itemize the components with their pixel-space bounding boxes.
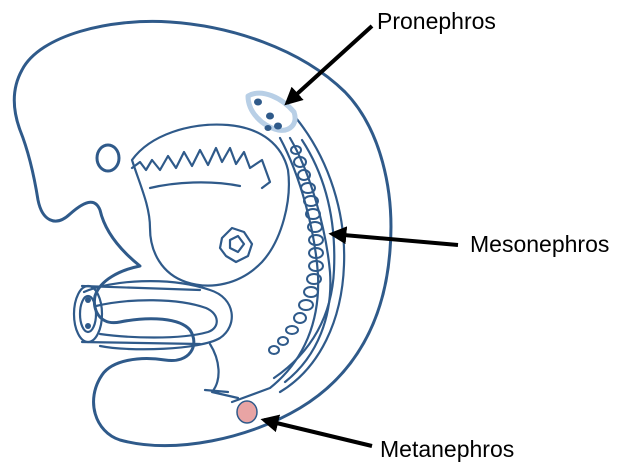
eye-circle <box>97 145 119 171</box>
pronephros-arrow <box>287 26 372 103</box>
cloaca <box>205 344 238 398</box>
pronephros-tubules <box>254 99 282 132</box>
metanephros-bud <box>237 401 257 423</box>
metanephros-arrow <box>264 420 372 446</box>
metanephros-label: Metanephros <box>380 438 514 461</box>
hindgut <box>84 281 232 349</box>
heart <box>220 228 252 262</box>
pharyngeal-region <box>132 125 289 286</box>
pronephros-label: Pronephros <box>377 10 496 33</box>
umbilical-stalk <box>74 286 200 344</box>
pharynx-floor <box>150 182 240 188</box>
pronephros-halo <box>248 93 295 130</box>
mesonephros-arrow <box>332 234 458 245</box>
mesonephros-label: Mesonephros <box>470 233 609 256</box>
